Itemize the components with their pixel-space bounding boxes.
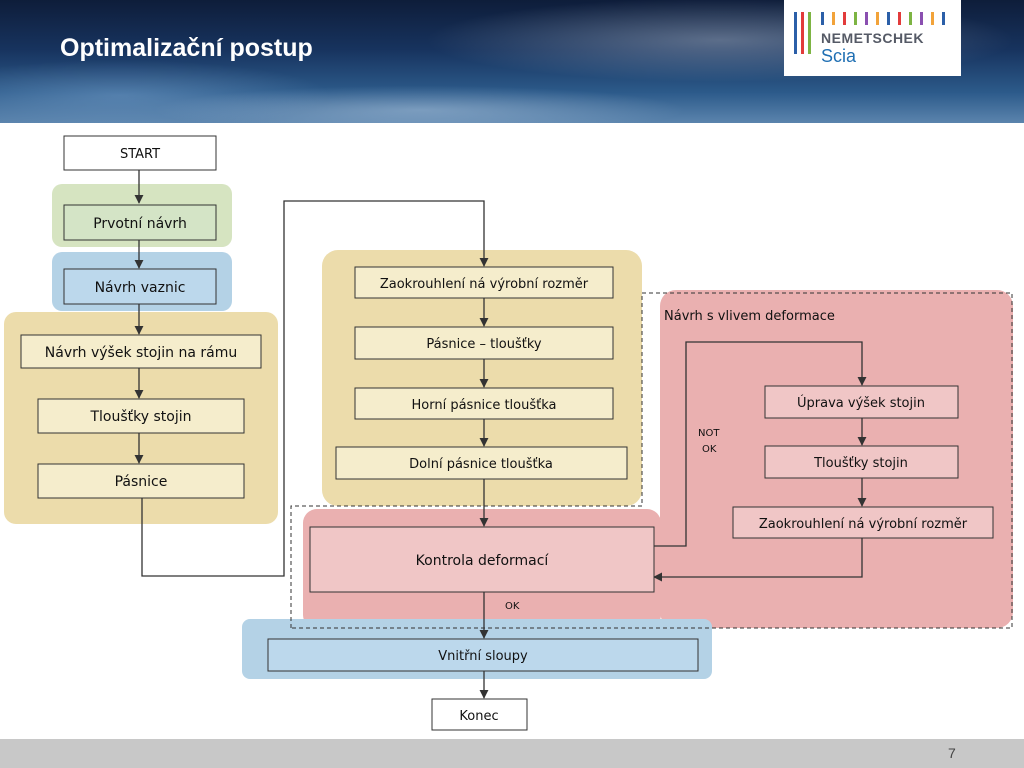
konec-label: Konec [459,709,498,724]
vnitrni-sloupy-node: Vnitřní sloupy [267,638,699,672]
vnitrni-sloupy-label: Vnitřní sloupy [438,649,528,664]
page-number: 7 [948,745,956,761]
kontrola-deformaci-label: Kontrola deformací [416,553,550,569]
tloustky-stojin-label-2: Tloušťky stojin [813,456,908,471]
konec-node: Konec [431,698,528,731]
uprava-vysek-node: Úprava výšek stojin [764,385,959,419]
logo-bar [942,12,945,25]
not-ok-label-line1: NOT [698,428,720,439]
logo-bar [909,12,912,25]
logo-bar [801,12,804,54]
connector-zaokr-back-to-kontrola [653,538,863,582]
logo-bar [832,12,835,25]
logo-bar [876,12,879,25]
dashed-region-outline [290,292,1013,629]
logo-bar [920,12,923,25]
logo-bar [794,12,797,54]
start-node: START [63,135,217,171]
logo-bar [887,12,890,25]
nemetschek-scia-logo: NEMETSCHEK Scia [784,0,961,76]
prvotni-navrh-label: Prvotní návrh [93,216,187,232]
horni-pasnice-node: Horní pásnice tloušťka [354,387,614,420]
zaokrouhleni-label-1: Zaokrouhlení ná výrobní rozměr [380,277,589,292]
dolni-pasnice-label: Dolní pásnice tloušťka [409,457,553,472]
tan-group-panel-middle [322,250,642,506]
navrh-vysek-label: Návrh výšek stojin na rámu [45,345,237,361]
logo-bar [843,12,846,25]
kontrola-deformaci-node: Kontrola deformací [309,526,655,593]
tloustky-stojin-label-1: Tloušťky stojin [89,409,191,425]
logo-brand-text: NEMETSCHEK [821,30,925,46]
horni-pasnice-label: Horní pásnice tloušťka [412,398,557,413]
zaokrouhleni-node-1: Zaokrouhlení ná výrobní rozměr [354,266,614,299]
slide-footer: 7 [0,739,1024,768]
deformation-group-title: Návrh s vlivem deformace [664,309,835,324]
slide-header-banner: Optimalizační postup NEMETSCHEK Scia [0,0,1024,123]
ok-label: OK [505,601,520,612]
tloustky-stojin-node-2: Tloušťky stojin [764,445,959,479]
not-ok-label-line2: OK [702,444,717,455]
logo-bar [931,12,934,25]
navrh-vysek-node: Návrh výšek stojin na rámu [20,334,262,369]
pasnice-tloustky-node: Pásnice – tloušťky [354,326,614,360]
pasnice-tloustky-label: Pásnice – tloušťky [426,337,542,352]
zaokrouhleni-node-2: Zaokrouhlení ná výrobní rozměr [732,506,994,539]
dolni-pasnice-node: Dolní pásnice tloušťka [335,446,628,480]
logo-bar [865,12,868,25]
logo-bar [821,12,824,25]
pasnice-node: Pásnice [37,463,245,499]
zaokrouhleni-label-2: Zaokrouhlení ná výrobní rozměr [759,517,968,532]
connector-pasnice-to-zaokrouhleni [141,200,489,577]
logo-bar [898,12,901,25]
tloustky-stojin-node-1: Tloušťky stojin [37,398,245,434]
slide-title: Optimalizační postup [60,34,313,62]
prvotni-navrh-node: Prvotní návrh [63,204,217,241]
navrh-vaznic-node: Návrh vaznic [63,268,217,305]
pasnice-label: Pásnice [115,474,168,490]
connector-kontrola-not-ok-loop [654,341,867,547]
start-label: START [120,147,160,162]
uprava-vysek-label: Úprava výšek stojin [797,395,925,411]
logo-bar [854,12,857,25]
navrh-vaznic-label: Návrh vaznic [95,280,186,296]
logo-bar [808,12,811,54]
logo-product-text: Scia [821,46,857,66]
